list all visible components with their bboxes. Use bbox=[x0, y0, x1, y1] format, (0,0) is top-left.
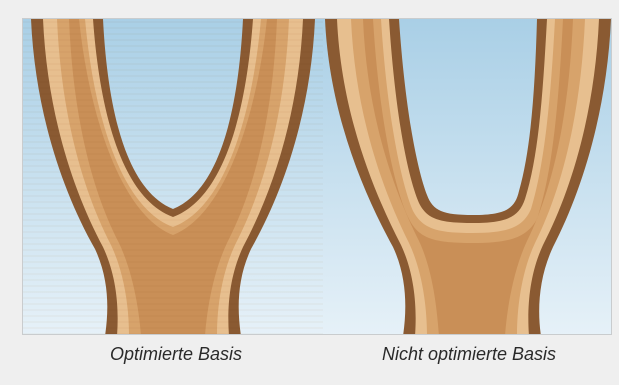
caption-unoptimized-base: Nicht optimierte Basis bbox=[368, 344, 570, 365]
tree-fork-optimized-graphic bbox=[23, 19, 323, 335]
tree-fork-illustration bbox=[22, 18, 612, 335]
caption-optimized-base: Optimierte Basis bbox=[98, 344, 254, 365]
